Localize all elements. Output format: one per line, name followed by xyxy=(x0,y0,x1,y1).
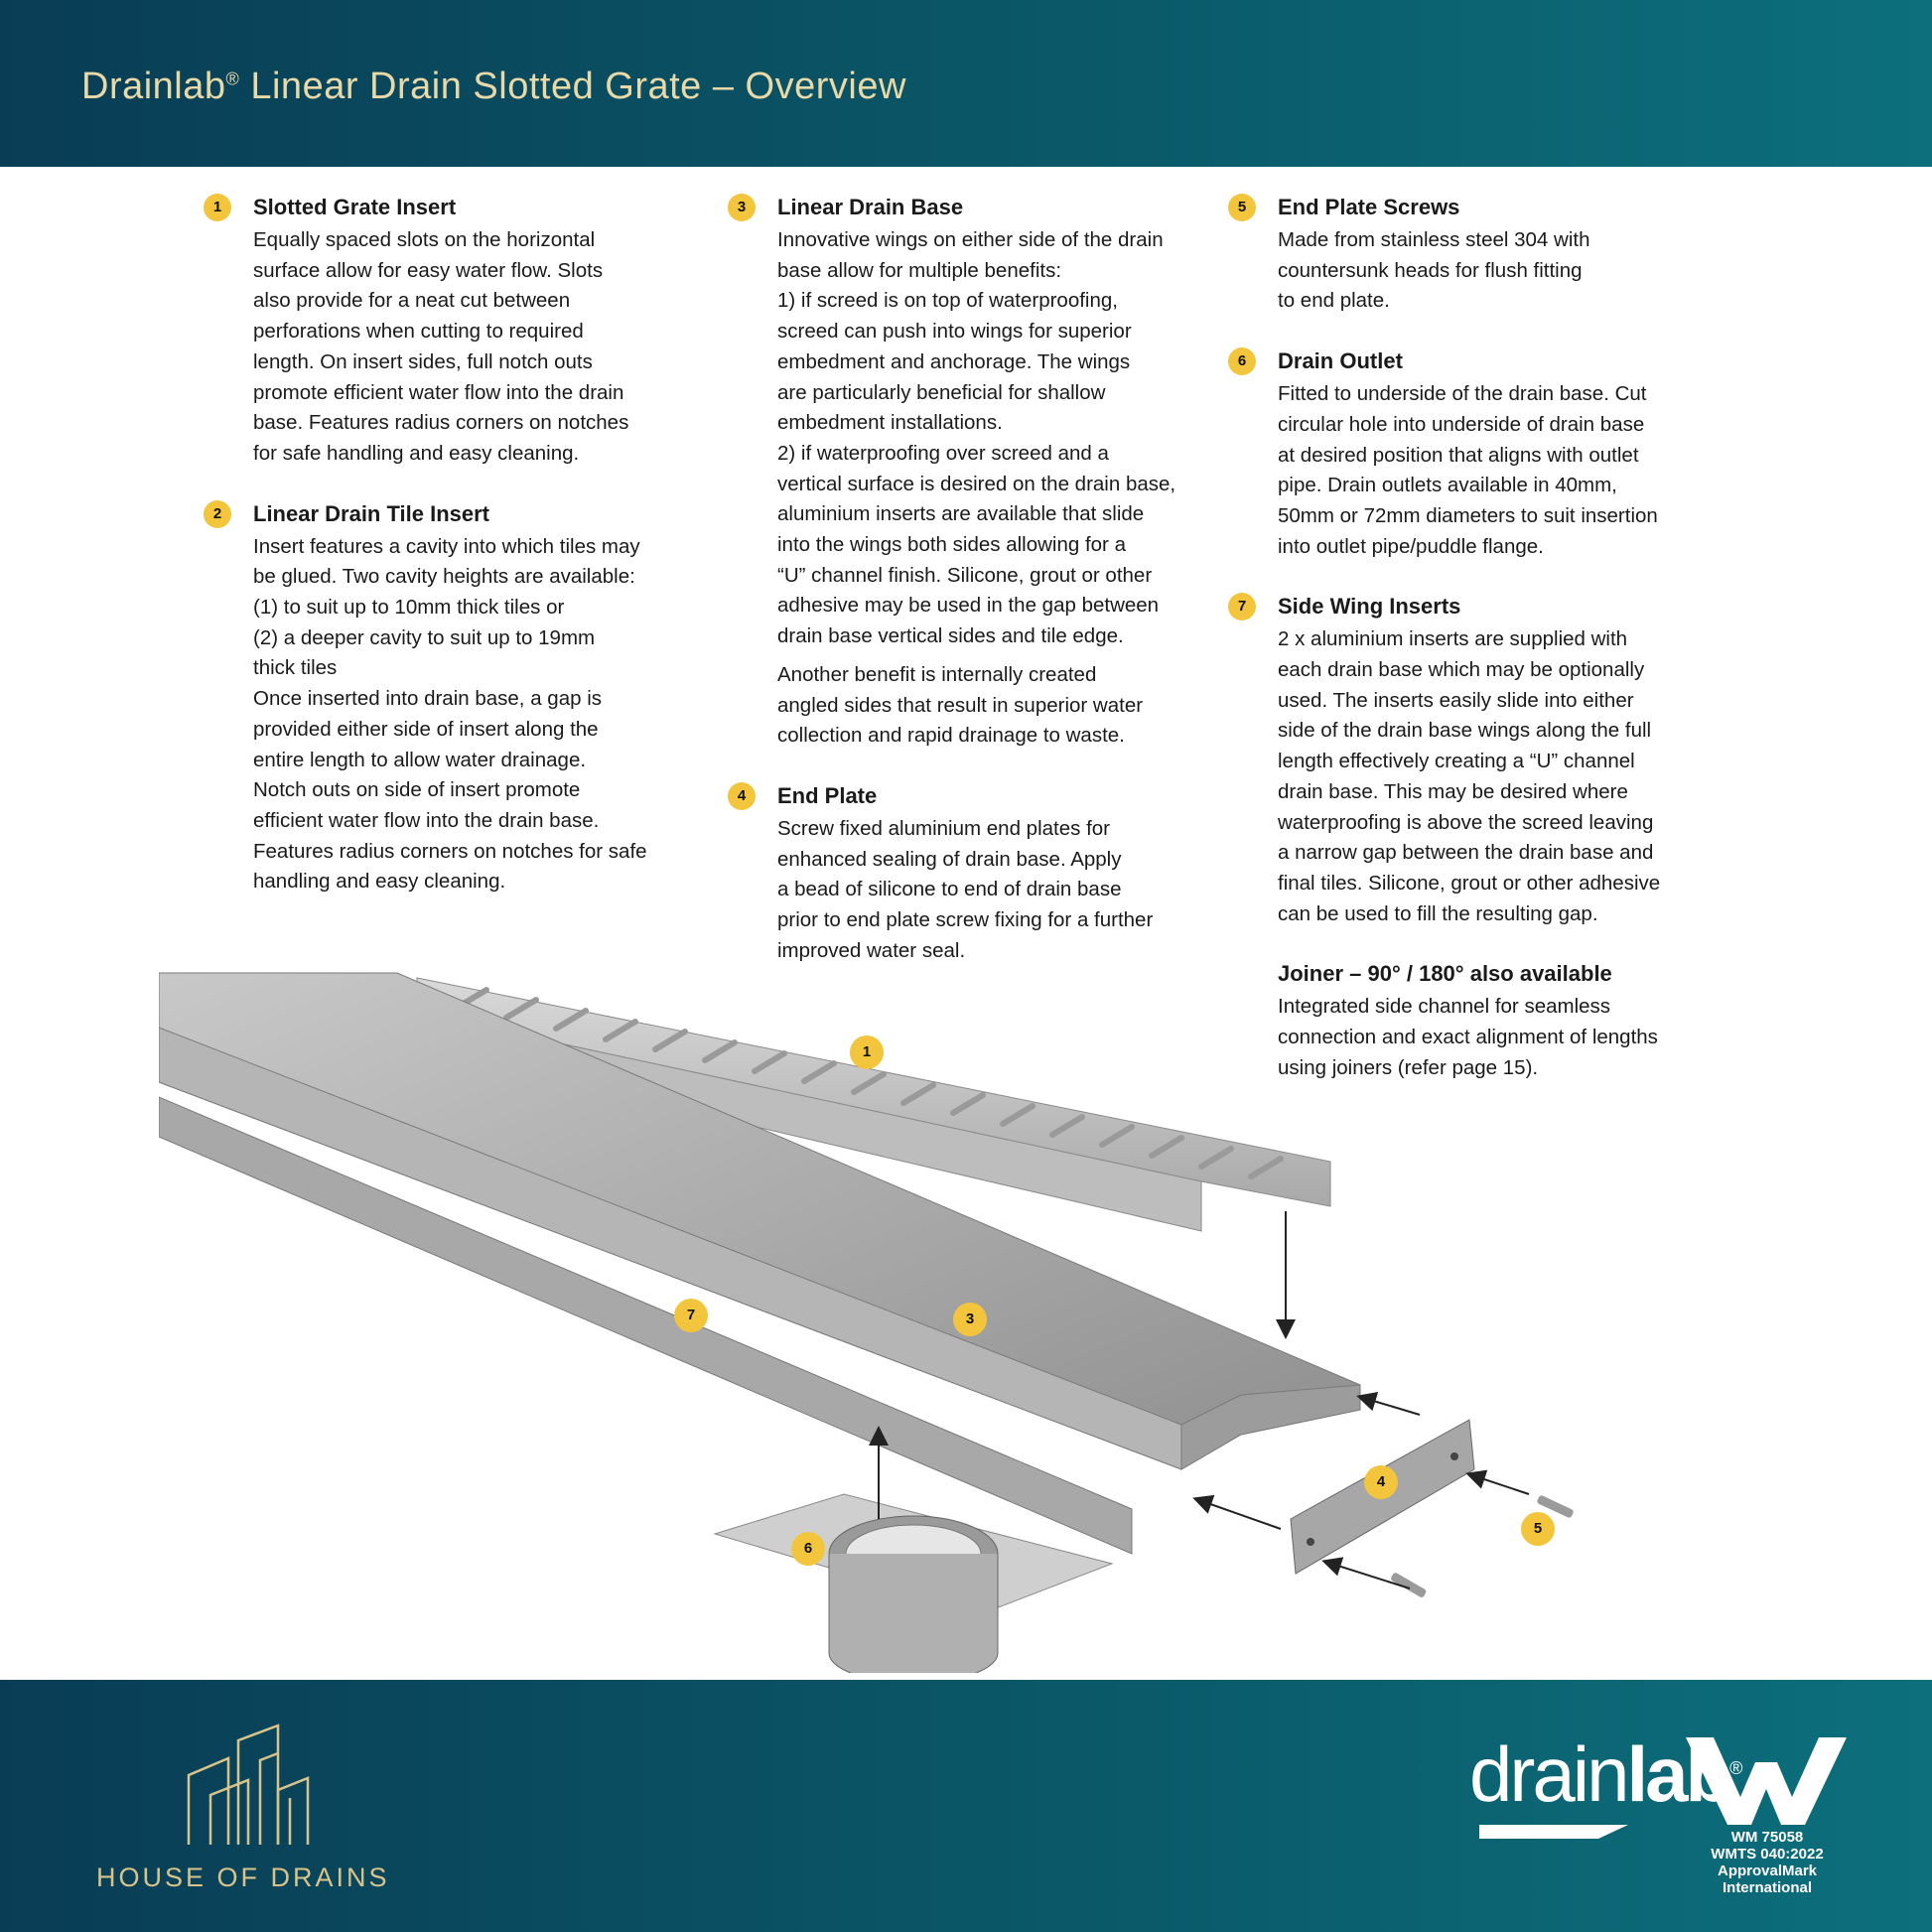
feature-title: End Plate Screws xyxy=(1278,195,1460,219)
feature-slotted-grate-insert: 1 Slotted Grate Insert Equally spaced sl… xyxy=(204,193,720,470)
feature-title: Side Wing Inserts xyxy=(1278,594,1461,620)
feature-description: Made from stainless steel 304 with count… xyxy=(1278,228,1590,313)
feature-description: Integrated side channel for seamless con… xyxy=(1278,995,1658,1079)
approval-mark-text: WM 75058 WMTS 040:2022 ApprovalMark Inte… xyxy=(1688,1829,1847,1896)
feature-title: Linear Drain Tile Insert xyxy=(253,500,490,526)
drainlab-underline-icon xyxy=(1479,1825,1628,1839)
feature-description: Fitted to underside of the drain base. C… xyxy=(1278,382,1658,558)
feature-number-badge: 1 xyxy=(204,194,231,221)
right-column: 5 End Plate Screws Made from stainless s… xyxy=(1228,193,1744,1113)
feature-description: Innovative wings on either side of the d… xyxy=(777,228,1176,648)
feature-description: 2 x aluminium inserts are supplied with … xyxy=(1278,627,1661,925)
diagram-badge-6: 6 xyxy=(791,1532,825,1566)
side-wing-insert-part xyxy=(159,1096,1133,1555)
feature-title: Drain Outlet xyxy=(1278,348,1403,374)
footer-banner xyxy=(0,1680,1932,1932)
drain-base-part xyxy=(159,972,1361,1470)
left-column: 1 Slotted Grate Insert Equally spaced sl… xyxy=(204,193,720,927)
feature-joiner: Joiner – 90° / 180° also available Integ… xyxy=(1228,959,1744,1083)
diagram-badge-1: 1 xyxy=(850,1035,884,1069)
feature-number-badge: 5 xyxy=(1228,194,1256,221)
feature-number-badge: 3 xyxy=(728,194,756,221)
feature-title: Joiner – 90° / 180° also available xyxy=(1278,961,1612,987)
feature-number-badge: 4 xyxy=(728,781,756,810)
approval-line: ApprovalMark xyxy=(1717,1863,1818,1879)
feature-side-wing-inserts: 7 Side Wing Inserts 2 x aluminium insert… xyxy=(1228,592,1744,929)
drain-outlet-part xyxy=(713,1493,1114,1673)
diagram-badge-4: 4 xyxy=(1364,1465,1398,1499)
approval-line: WMTS 040:2022 xyxy=(1711,1846,1824,1863)
diagram-badge-5: 5 xyxy=(1521,1512,1555,1546)
feature-description: Screw fixed aluminium end plates for enh… xyxy=(777,816,1154,962)
feature-number-badge: 7 xyxy=(1228,593,1256,621)
house-of-drains-wordmark: HOUSE OF DRAINS xyxy=(96,1863,390,1892)
feature-tile-insert: 2 Linear Drain Tile Insert Insert featur… xyxy=(204,499,720,897)
feature-number-badge: 2 xyxy=(204,499,231,528)
exploded-drain-illustration xyxy=(159,972,1574,1673)
feature-description-extra: Another benefit is internally created an… xyxy=(777,662,1144,748)
feature-description: Insert features a cavity into which tile… xyxy=(253,534,647,894)
approval-line: International xyxy=(1722,1879,1812,1896)
feature-title: Slotted Grate Insert xyxy=(253,195,457,219)
feature-title: Linear Drain Base xyxy=(777,195,964,219)
page-title: Drainlab® Linear Drain Slotted Grate – O… xyxy=(81,66,906,107)
feature-end-plate-screws: 5 End Plate Screws Made from stainless s… xyxy=(1228,193,1744,317)
house-of-drains-logo-icon xyxy=(187,1724,310,1845)
header-banner: Drainlab® Linear Drain Slotted Grate – O… xyxy=(0,0,1932,167)
watermark-approval-logo-icon xyxy=(1686,1737,1847,1825)
middle-column: 3 Linear Drain Base Innovative wings on … xyxy=(728,193,1244,996)
feature-description: Equally spaced slots on the horizontal s… xyxy=(253,228,629,465)
feature-number-badge: 6 xyxy=(1228,347,1256,376)
feature-drain-outlet: 6 Drain Outlet Fitted to underside of th… xyxy=(1228,346,1744,562)
feature-end-plate: 4 End Plate Screw fixed aluminium end pl… xyxy=(728,781,1244,967)
screw-part xyxy=(1391,1495,1574,1597)
feature-title: End Plate xyxy=(777,782,878,808)
diagram-badge-3: 3 xyxy=(953,1303,987,1336)
feature-drain-base: 3 Linear Drain Base Innovative wings on … xyxy=(728,193,1244,752)
diagram-badge-7: 7 xyxy=(674,1299,708,1332)
assembly-arrows xyxy=(869,1211,1530,1589)
approval-line: WM 75058 xyxy=(1730,1829,1804,1846)
